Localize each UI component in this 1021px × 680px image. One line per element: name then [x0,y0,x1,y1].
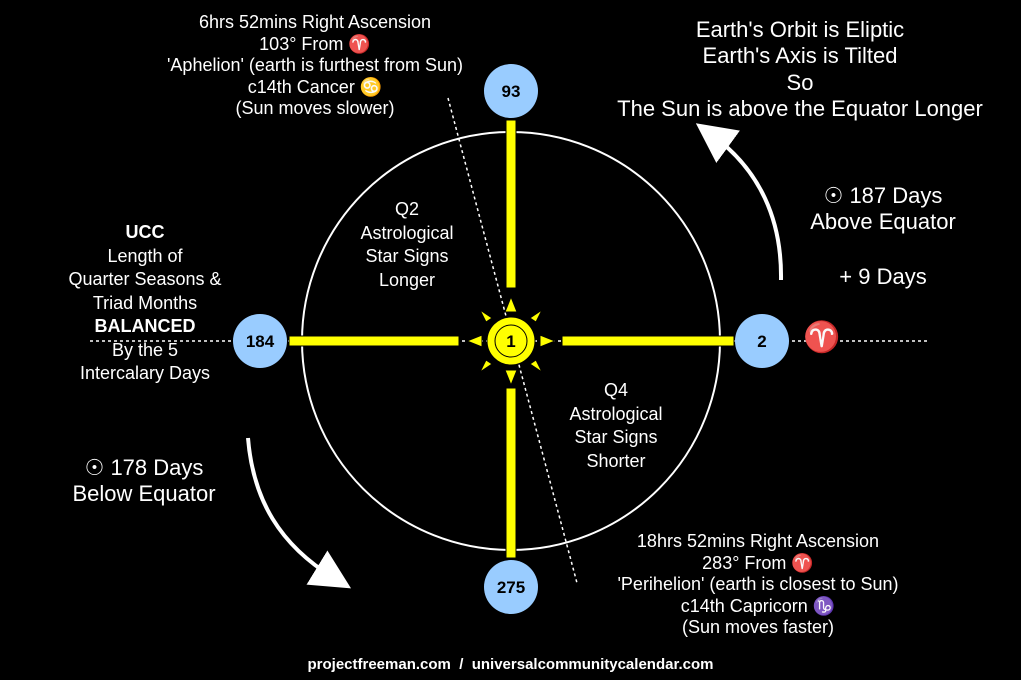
aphelion-line-5: (Sun moves slower) [235,98,395,119]
above-equator-label: Above Equator [810,209,956,235]
below-equator-label: Below Equator [72,481,216,507]
ucc-emphasis: BALANCED [94,316,196,336]
aries-icon: ♈ [803,321,841,354]
q2-line-2: Astrological [360,222,454,243]
node-top: 93 [484,64,538,118]
node-bottom: 275 [484,560,538,614]
quarter-axes [288,119,735,559]
axis-right [561,335,735,347]
title-block: Earth's Orbit is Eliptic Earth's Axis is… [585,17,1015,123]
q4-line-3: Star Signs [574,427,658,447]
q4-block: Q4 Astrological Star Signs Shorter [541,379,691,473]
node-bottom-label: 275 [497,578,525,597]
aphelion-line-4: c14th Cancer ♋ [247,76,383,97]
sun-icon [465,295,557,387]
below-equator-days: ☉ 178 Days [84,455,204,480]
footer-credits: projectfreeman.com / universalcommunityc… [307,656,714,673]
ucc-line-2: Quarter Seasons & [68,269,222,289]
above-equator-block: ☉ 187 Days Above Equator [783,183,983,236]
q2-block: Q2 Astrological Star Signs Longer [332,198,482,292]
axis-left [288,335,460,347]
sun-center-label: 1 [506,332,515,351]
extra-days: + 9 Days [839,264,927,289]
perihelion-line-3: 'Perihelion' (earth is closest to Sun) [617,574,899,595]
title-line-3: So [786,69,814,95]
q2-line-1: Q2 [394,199,419,219]
ucc-block: UCC Length of Quarter Seasons & Triad Mo… [40,221,250,386]
perihelion-line-4: c14th Capricorn ♑ [680,595,836,616]
title-line-1: Earth's Orbit is Eliptic [695,17,905,42]
upper-right-arrow [695,123,784,281]
perihelion-line-2: 283° From ♈ [702,552,814,573]
title-line-4: The Sun is above the Equator Longer [617,96,983,122]
aphelion-line-1: 6hrs 52mins Right Ascension [198,12,432,32]
node-left: 184 [233,314,287,368]
aphelion-line-3: 'Aphelion' (earth is furthest from Sun) [166,55,463,76]
q2-line-3: Star Signs [365,246,449,266]
aphelion-label: 6hrs 52mins Right Ascension 103° From ♈ … [115,12,515,120]
title-line-2: Earth's Axis is Tilted [702,43,898,69]
perihelion-line-5: (Sun moves faster) [681,617,835,638]
axis-top [505,119,517,289]
aphelion-line-2: 103° From ♈ [259,33,371,54]
q4-line-1: Q4 [603,380,628,400]
lower-left-arrow [246,437,352,589]
above-equator-days: ☉ 187 Days [823,183,943,208]
node-top-label: 93 [502,82,521,101]
node-right: 2 [735,314,789,368]
perihelion-label: 18hrs 52mins Right Ascension 283° From ♈… [558,531,958,639]
axis-bottom [505,387,517,559]
node-right-label: 2 [757,332,766,351]
ucc-line-5: Intercalary Days [79,363,211,383]
ucc-title: UCC [125,222,165,242]
below-equator-block: ☉ 178 Days Below Equator [44,455,244,508]
node-left-label: 184 [246,332,275,351]
ucc-line-1: Length of [107,245,183,266]
q2-line-4: Longer [378,269,436,290]
perihelion-line-1: 18hrs 52mins Right Ascension [636,531,880,551]
q4-line-4: Shorter [586,450,646,471]
ucc-line-3: Triad Months [92,292,198,313]
ucc-line-4: By the 5 [111,339,179,360]
q4-line-2: Astrological [569,403,663,424]
